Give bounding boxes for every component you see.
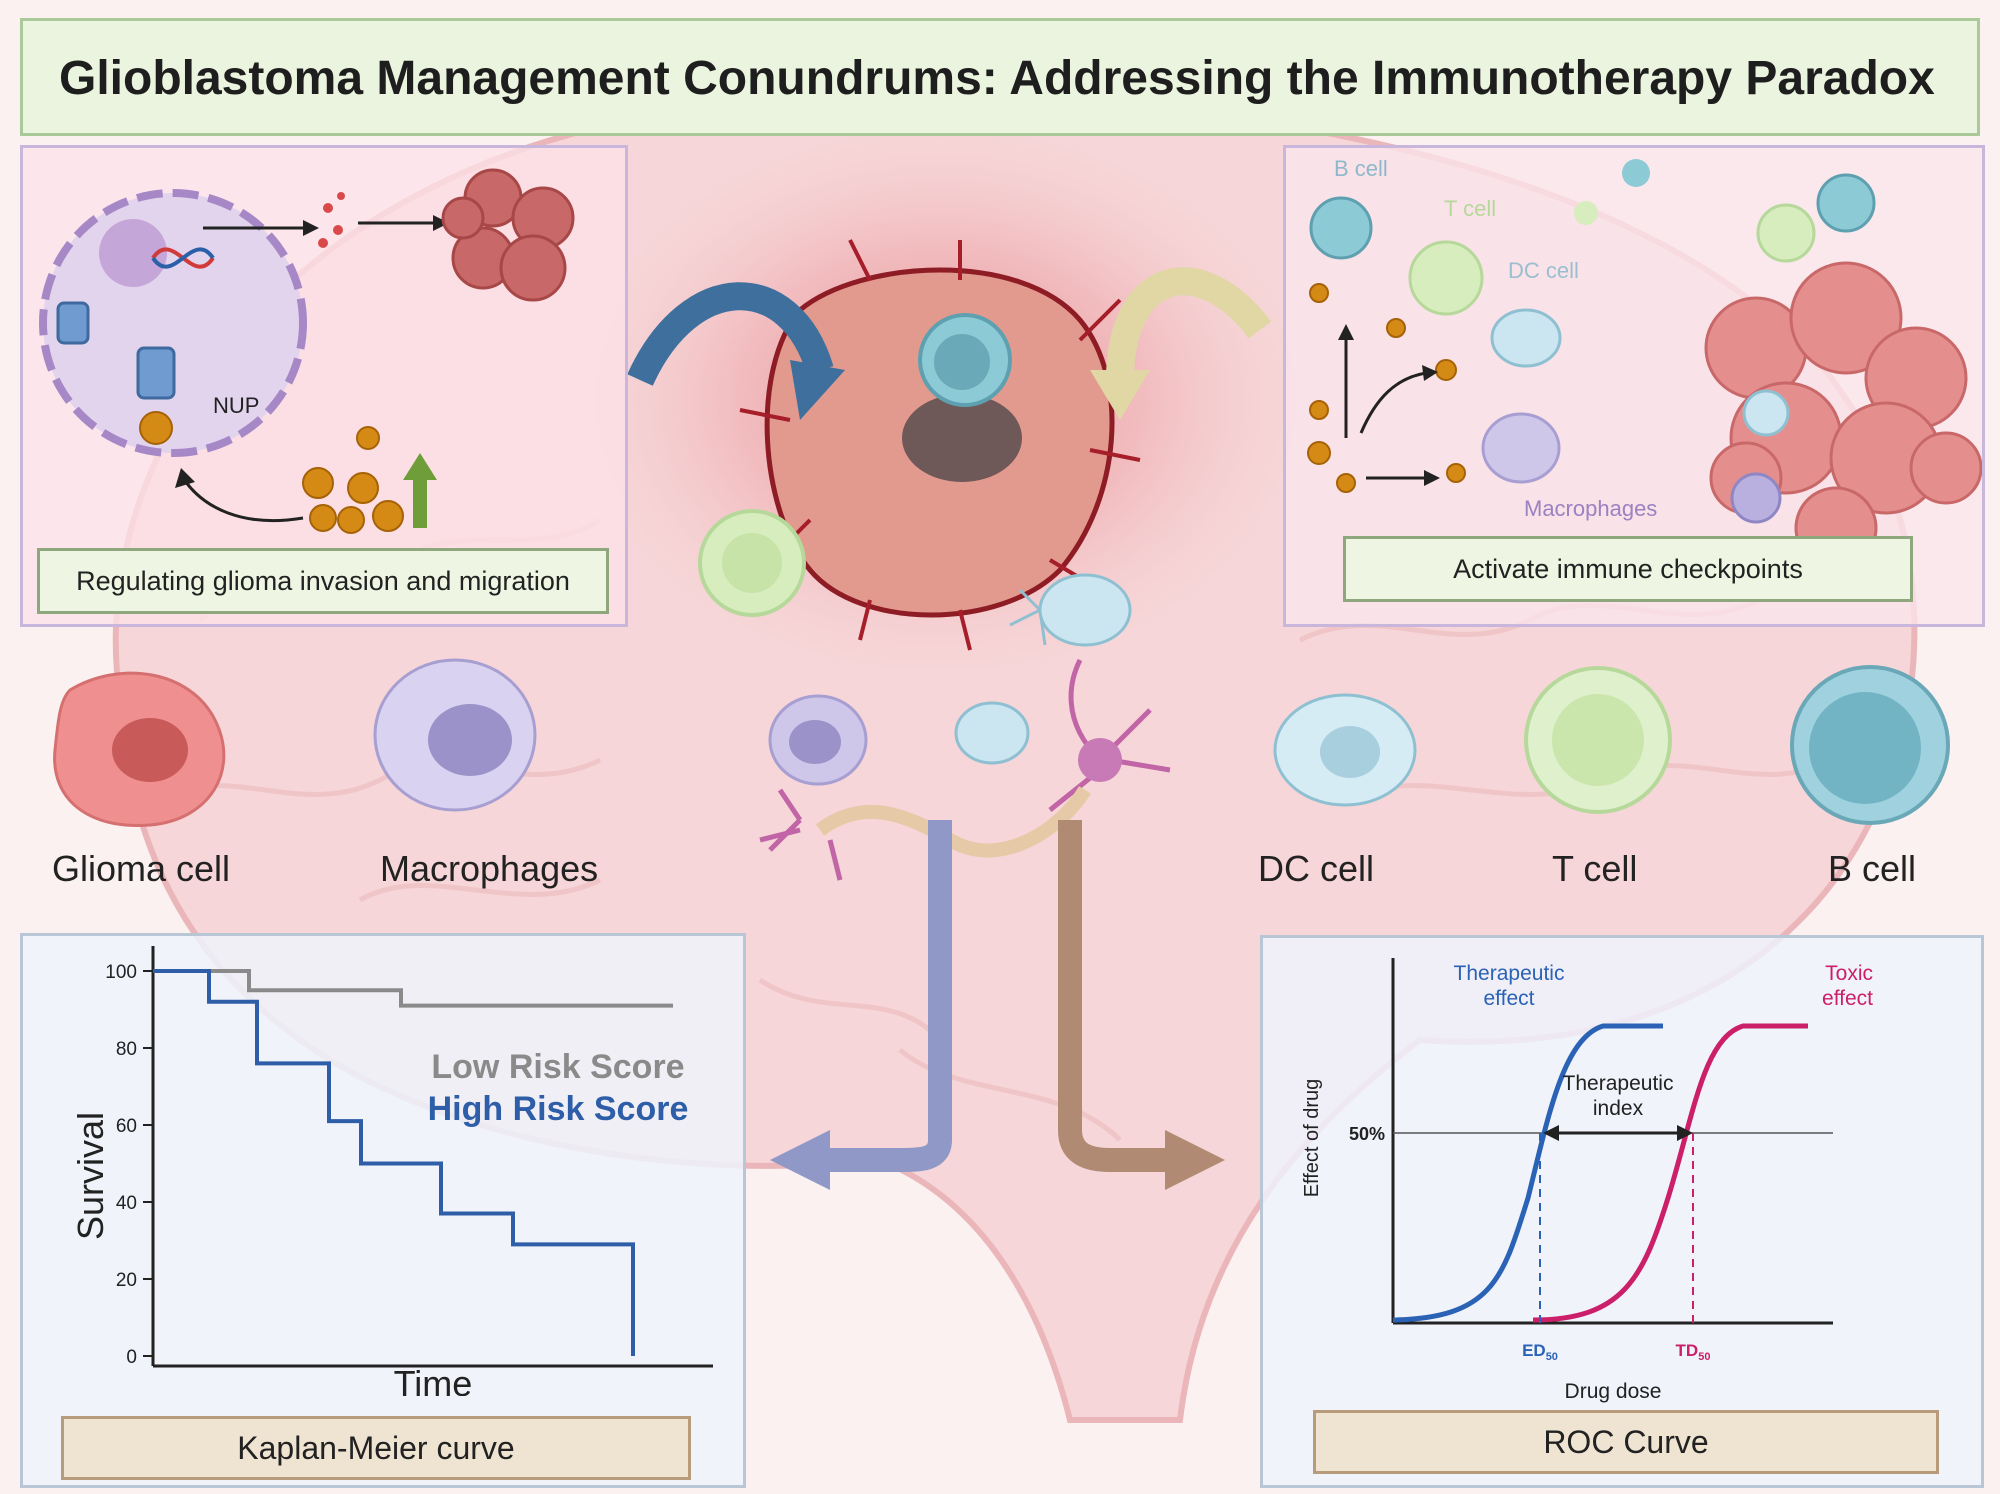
km-ytick-label: 40 [116, 1193, 137, 1214]
glioma-cell-icon [53, 671, 226, 828]
cell-legend-icons [53, 658, 1950, 828]
legend-t-cell: T cell [1552, 848, 1638, 889]
checkpoint-illustration [1307, 159, 1983, 570]
km-low-risk-line [153, 969, 673, 1008]
legend-b-cell: B cell [1828, 848, 1917, 889]
title-banner: Glioblastoma Management Conundrums: Addr… [20, 18, 1980, 136]
ed50-label: ED50 [1522, 1341, 1558, 1363]
roc-toxic-curve [1532, 1023, 1808, 1323]
panel-roc: 50% Effect of drug Drug dose Therapeutic… [1260, 935, 1984, 1488]
page-title: Glioblastoma Management Conundrums: Addr… [59, 52, 1935, 105]
km-ytick-label: 20 [116, 1270, 137, 1291]
kaplan-meier-chart: 100 80 60 40 20 0 Survival Time Low Risk Scor… [70, 946, 713, 1404]
km-ytick-label: 60 [116, 1116, 137, 1137]
roc-ylabel: Effect of drug [1301, 1079, 1323, 1198]
km-high-risk-line [153, 969, 635, 1356]
legend-glioma-cell: Glioma cell [52, 848, 231, 889]
panel-invasion-migration: NUP Regulating glioma invasion and migra… [20, 145, 628, 627]
invasion-caption: Regulating glioma invasion and migration [37, 548, 609, 614]
km-ytick-label: 100 [105, 962, 137, 983]
legend-dc-cell: DC cell [1258, 848, 1375, 889]
label-t-cell-small: T cell [1444, 196, 1497, 221]
checkpoint-caption: Activate immune checkpoints [1343, 536, 1913, 602]
therapeutic-effect-label-2: effect [1484, 987, 1535, 1010]
roc-fifty-label: 50% [1349, 1124, 1385, 1144]
td50-label: TD50 [1676, 1341, 1711, 1363]
legend-macrophages: Macrophages [380, 848, 599, 889]
dc-cell-icon [1273, 693, 1417, 807]
roc-xlabel: Drug dose [1565, 1380, 1662, 1403]
t-cell-icon [1524, 666, 1672, 814]
label-dc-cell-small: DC cell [1508, 258, 1579, 283]
macrophage-icon [373, 658, 537, 812]
therapeutic-effect-label-1: Therapeutic [1454, 962, 1565, 985]
nup-illustration [39, 168, 575, 534]
panel-immune-checkpoints: B cell T cell DC cell Macrophages Activa… [1283, 145, 1985, 627]
km-ytick-label: 0 [126, 1347, 137, 1368]
roc-caption: ROC Curve [1313, 1410, 1939, 1474]
b-cell-icon [1790, 665, 1950, 825]
panel-kaplan-meier: 100 80 60 40 20 0 Survival Time Low Risk Scor… [20, 933, 746, 1488]
therapeutic-index-label-1: Therapeutic [1563, 1072, 1674, 1095]
therapeutic-index-label-2: index [1593, 1097, 1644, 1120]
nup-label: NUP [213, 393, 260, 418]
toxic-effect-label-1: Toxic [1825, 962, 1873, 985]
km-low-risk-label: Low Risk Score [431, 1048, 684, 1086]
km-ytick-label: 80 [116, 1039, 137, 1060]
toxic-effect-label-2: effect [1822, 987, 1873, 1010]
label-macrophages-small: Macrophages [1524, 496, 1658, 521]
km-ylabel: Survival [70, 1112, 111, 1240]
km-xlabel: Time [394, 1363, 473, 1396]
km-high-risk-label: High Risk Score [428, 1090, 689, 1128]
label-b-cell-small: B cell [1334, 156, 1388, 181]
roc-chart: 50% Effect of drug Drug dose Therapeutic… [1301, 958, 1873, 1403]
roc-therapeutic-curve [1392, 1023, 1663, 1323]
kaplan-meier-caption: Kaplan-Meier curve [61, 1416, 691, 1480]
